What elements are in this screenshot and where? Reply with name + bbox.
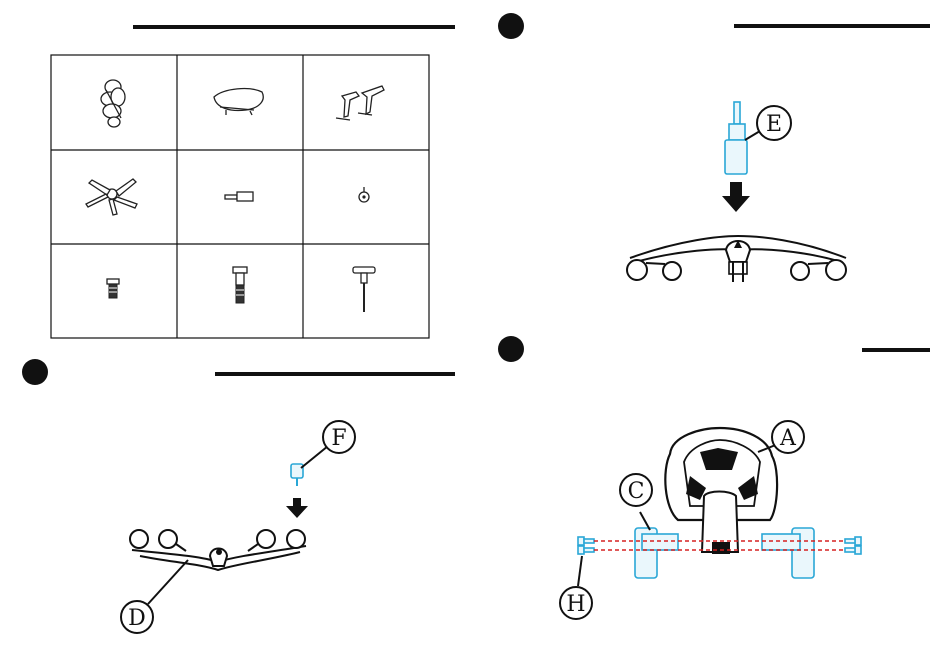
- svg-text:H: H: [566, 592, 585, 617]
- down-arrow-icon: [722, 182, 750, 212]
- callout-d: D: [121, 601, 153, 633]
- svg-text:F: F: [331, 426, 346, 451]
- allen-key-icon: [353, 267, 375, 312]
- svg-text:C: C: [628, 479, 645, 504]
- long-bolt-icon: [233, 267, 247, 303]
- step-2-dot: [22, 359, 48, 385]
- svg-text:E: E: [766, 112, 782, 137]
- star-base-icon: [86, 179, 137, 215]
- callout-e: E: [757, 106, 791, 140]
- svg-text:A: A: [779, 426, 797, 451]
- short-bolt-icon: [107, 279, 119, 298]
- down-arrow-icon: [286, 498, 308, 518]
- bolts-h-left: [578, 537, 594, 554]
- gas-lift-e: [725, 102, 747, 174]
- backrest-icon: [101, 80, 125, 127]
- star-base-d-step2: [130, 530, 306, 570]
- step-2-header-rule: [215, 372, 455, 376]
- callout-a: A: [772, 421, 804, 453]
- step-3-dot: [498, 336, 524, 362]
- bolts-h-right: [845, 537, 861, 554]
- parts-header-rule: [133, 25, 455, 29]
- caster-icon: [359, 187, 369, 202]
- step-1-dot: [498, 13, 524, 39]
- svg-text:D: D: [128, 606, 146, 631]
- callout-c: C: [620, 474, 652, 506]
- armrest-c-left: [635, 528, 678, 578]
- callout-h: H: [560, 587, 592, 619]
- armrests-icon: [336, 86, 384, 120]
- seat-icon: [214, 89, 263, 115]
- gas-lift-icon: [225, 192, 253, 201]
- seat-a: [665, 428, 777, 554]
- star-base-d-step1: [627, 236, 846, 282]
- armrest-c-right: [762, 528, 814, 578]
- step-3-header-rule: [862, 348, 930, 352]
- callout-f: F: [323, 421, 355, 453]
- step-1-header-rule: [734, 24, 930, 28]
